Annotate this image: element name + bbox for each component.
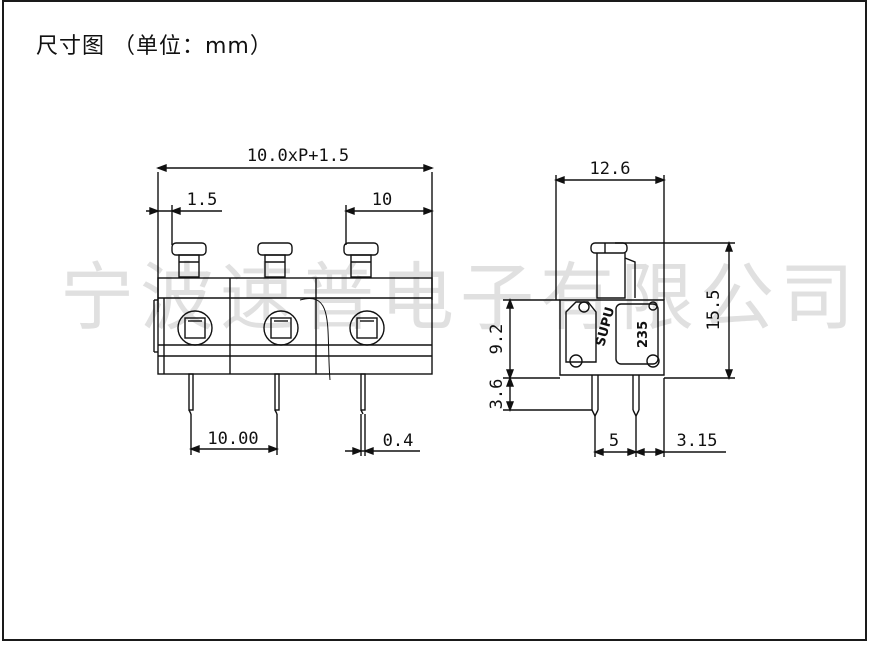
- dimension-pitch-bottom-label: 10.00: [207, 429, 258, 449]
- dimension-pitch-bottom: 10.00: [189, 414, 279, 455]
- dimension-pitch-top-label: 10: [372, 190, 392, 210]
- dimension-edge: 1.5: [146, 190, 222, 245]
- dimension-pin-spacing: 5: [593, 416, 638, 457]
- dimension-edge-label: 1.5: [187, 190, 218, 210]
- dimension-offset-label: 3.15: [677, 431, 718, 451]
- wire-entries: [177, 310, 385, 346]
- brand-mark: SUPU: [593, 306, 618, 349]
- dimension-height-total: 15.5: [615, 241, 735, 380]
- model-mark: 235: [636, 321, 651, 348]
- dimension-width: 12.6: [554, 159, 666, 300]
- dimension-width-label: 12.6: [590, 159, 631, 179]
- dimension-pin-width: 0.4: [345, 414, 420, 456]
- dimension-height-total-label: 15.5: [704, 290, 724, 331]
- side-view: 12.6 SUPU 235: [487, 159, 735, 457]
- dimension-offset: 3.15: [634, 378, 726, 457]
- page-title: 尺寸图 （单位：mm）: [36, 34, 273, 59]
- dimension-overall: 10.0xP+1.5: [156, 146, 434, 312]
- dimension-pitch-top: 10: [344, 190, 434, 245]
- terminal-body: [153, 277, 433, 381]
- side-housing: SUPU 235: [559, 242, 665, 376]
- dimension-overall-label: 10.0xP+1.5: [247, 146, 349, 166]
- dimension-pin-length: 3.6: [487, 376, 592, 412]
- front-pins: [188, 373, 366, 415]
- release-buttons: [171, 242, 379, 278]
- front-view: 10.0xP+1.5 1.5 10: [146, 146, 434, 456]
- side-pins: [591, 375, 640, 417]
- dimension-pin-width-label: 0.4: [383, 431, 414, 451]
- dimension-pin-spacing-label: 5: [609, 431, 619, 451]
- dimension-body-height: 9.2: [487, 298, 560, 380]
- dimension-body-height-label: 9.2: [487, 324, 507, 355]
- dimension-pin-length-label: 3.6: [487, 379, 507, 410]
